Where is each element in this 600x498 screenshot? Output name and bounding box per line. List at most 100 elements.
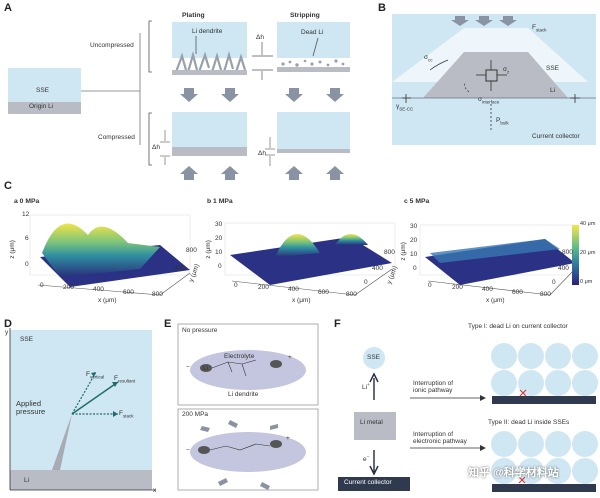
e-li-dendrite-label: Li dendrite <box>228 391 259 398</box>
f-e-minus-label: e− <box>363 454 370 464</box>
f-sse-label: SSE <box>367 354 381 361</box>
uncompressed-stripping-li <box>277 67 350 72</box>
compressed-plating-li <box>172 147 247 156</box>
panel-b-letter: B <box>378 2 386 14</box>
e-li-label: Li <box>203 365 209 372</box>
plot1-y-tick: 400 <box>372 265 383 272</box>
uncompressed-plating-sse <box>172 22 247 58</box>
plot1-x-tick: 0 <box>234 282 238 289</box>
panel-b-sse-label: SSE <box>546 65 560 72</box>
origin-li-block <box>8 102 81 114</box>
plot1-xlabel: x (μm) <box>292 297 311 304</box>
no-pressure-label: No pressure <box>182 327 218 334</box>
li-dendrite-shapes <box>174 50 247 73</box>
plot1-z-tick: 0 <box>218 263 222 270</box>
plot1-y-tick: 0 <box>364 279 368 286</box>
li-dendrite-label: Li dendrite <box>192 28 223 35</box>
interrupt-electronic-label: Interruption of electronic pathway <box>413 431 467 445</box>
stripping-heading: Stripping <box>290 12 320 19</box>
panel-c-surfaces <box>29 214 579 296</box>
watermark: 知乎 @科学材料站 <box>468 467 559 479</box>
uncompressed-plating-li <box>172 70 247 75</box>
compression-arrows <box>180 88 344 102</box>
pressure-arrows-bottom <box>180 166 344 180</box>
plot2-z-tick: 0 <box>413 265 417 272</box>
electrolyte-ellipse-top <box>190 350 306 390</box>
sigma-z-label: σz <box>503 66 510 75</box>
panel-e-letter: E <box>164 318 172 330</box>
pressure-200-label: 200 MPa <box>182 411 209 418</box>
gamma-label: γSE-CC <box>396 103 414 112</box>
f-vertical-label: Fvertical <box>86 371 105 380</box>
interrupt-ionic-label: Interruption of ionic pathway <box>413 380 454 394</box>
dendrite-spike <box>52 414 72 470</box>
compressed-stripping-li <box>277 149 350 153</box>
delta-h-plating: Δh <box>152 144 160 151</box>
type-ii-label: Type II: dead Li inside SSEs <box>488 419 570 426</box>
plot2-z-tick: 20 <box>410 237 418 244</box>
plot0-x-tick: 200 <box>63 284 74 291</box>
f-li-metal-label: Li metal <box>360 419 383 426</box>
type-i-label: Type I: dead Li on current collector <box>468 323 568 330</box>
plot1-z-tick: 20 <box>215 235 223 242</box>
type2-collector <box>492 484 596 492</box>
colorbar <box>572 225 579 285</box>
plot0-zlabel: z (μm) <box>8 240 16 259</box>
plot2-z-tick: 10 <box>410 251 418 258</box>
f-stack-d-label: Fstack <box>119 410 134 419</box>
plot2-y-tick: 0 <box>552 279 556 286</box>
pressure-arrows-e <box>200 420 278 490</box>
type1-collector <box>492 396 596 404</box>
current-collector-label: Current collector <box>532 133 580 140</box>
panel-b-li-label: Li <box>550 87 556 94</box>
panel-a-diagram <box>8 20 350 180</box>
origin-sse-block <box>8 68 81 102</box>
compressed-label: Compressed <box>98 134 135 141</box>
panel-d-letter: D <box>4 318 12 330</box>
plot0-x-tick: 400 <box>93 286 104 293</box>
delta-h-stripping: Δh <box>258 150 266 157</box>
e-minus-bottom: − <box>186 447 190 454</box>
panel-e-diagram <box>177 323 319 491</box>
panel-d-diagram <box>9 328 156 491</box>
d-li-label: Li <box>24 477 30 484</box>
plot1-zlabel: z (μm) <box>204 240 212 259</box>
plot1-y-tick: 800 <box>384 249 395 256</box>
plot0-x-tick: 600 <box>123 289 134 296</box>
origin-sse-label: SSE <box>36 87 50 94</box>
plot-title-5mpa: c 5 MPa <box>404 198 430 205</box>
colorbar-tick-mid: 20 μm <box>580 250 596 256</box>
panel-f-diagram <box>338 343 598 492</box>
dead-li-shapes <box>281 59 345 67</box>
plot2-x-tick: 0 <box>428 282 432 289</box>
panel-f-letter: F <box>334 318 341 330</box>
applied-pressure-label: Applied pressure <box>16 399 46 416</box>
dead-li-label: Dead Li <box>301 29 324 36</box>
plot0-y-tick: 400 <box>174 265 185 272</box>
e-plus-bottom: + <box>286 435 290 442</box>
sigma-cc-label: σcc <box>424 54 433 63</box>
compressed-plating-sse <box>172 112 247 147</box>
plot1-x-tick: 600 <box>318 289 329 296</box>
f-li-plus-label: Li+ <box>362 382 370 392</box>
e-plus-top: + <box>288 354 292 361</box>
plot2-x-tick: 400 <box>482 286 493 293</box>
f-resultant-label: Fresultant <box>114 375 136 384</box>
plot2-xlabel: x (μm) <box>486 297 505 304</box>
uncompressed-stripping-sse <box>277 22 350 58</box>
plot1-x-tick: 400 <box>288 286 299 293</box>
electrolyte-label: Electrolyte <box>224 353 255 360</box>
e-minus-top: − <box>186 364 190 371</box>
plot0-x-tick: 800 <box>152 291 163 298</box>
sse-circle <box>363 347 385 369</box>
d-x-axis: x <box>153 487 157 494</box>
li-metal-block <box>354 412 396 440</box>
colorbar-tick-min: 0 μm <box>580 279 593 285</box>
plot0-xlabel: x (μm) <box>98 297 117 304</box>
delta-h-top: Δh <box>256 34 264 41</box>
plot2-x-tick: 200 <box>452 284 463 291</box>
plot0-y-tick: 800 <box>186 247 197 254</box>
origin-li-label: Origin Li <box>29 103 54 110</box>
surface-plot-1mpa <box>224 222 396 296</box>
li-trapezoid <box>423 52 568 98</box>
